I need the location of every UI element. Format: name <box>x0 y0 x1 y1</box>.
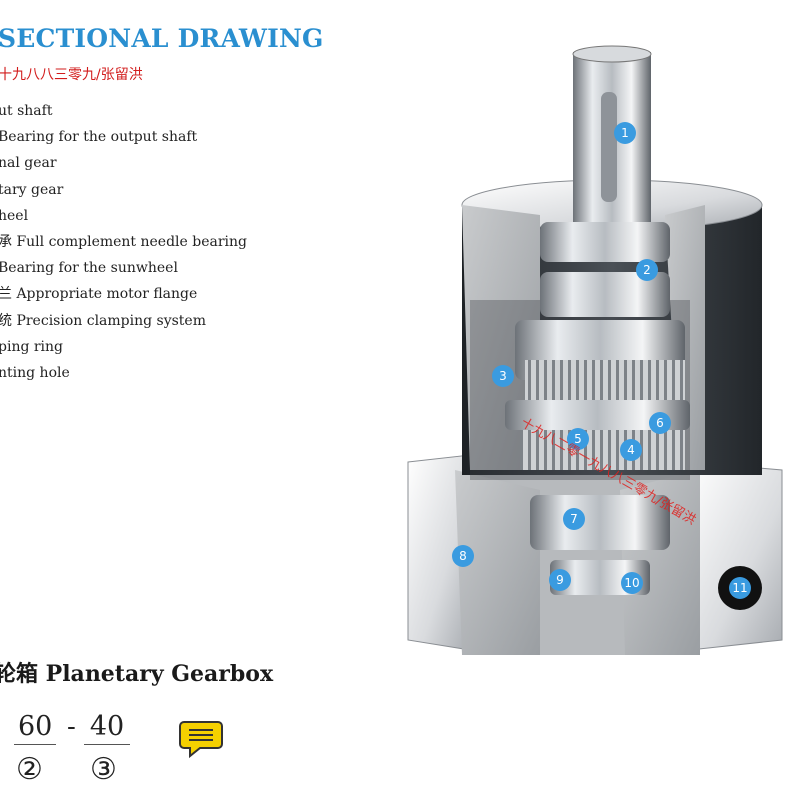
list-item: ping ring <box>0 338 64 355</box>
callout-11: 11 <box>729 577 751 599</box>
callout-7: 7 <box>563 508 585 530</box>
svg-text:3: 3 <box>499 369 507 383</box>
callout-10: 10 <box>621 572 643 594</box>
page-subtitle: 十九八八三零九/张留洪 <box>0 67 143 83</box>
page-title: SECTIONAL DRAWING <box>0 24 324 53</box>
parts-list: ut shaft Bearing for the output shaft na… <box>0 100 247 388</box>
code-segment-2: 40 <box>84 710 130 745</box>
list-item: Bearing for the output shaft <box>0 129 198 146</box>
svg-text:4: 4 <box>627 443 635 457</box>
svg-text:8: 8 <box>459 549 467 563</box>
code-marker-3: ③ <box>90 752 117 787</box>
list-item: tary gear <box>0 181 64 198</box>
list-item: nting hole <box>0 364 70 381</box>
callout-6: 6 <box>649 412 671 434</box>
list-item: 兰 Appropriate motor flange <box>0 286 198 303</box>
svg-text:6: 6 <box>656 416 664 430</box>
svg-text:10: 10 <box>624 576 639 590</box>
comment-button[interactable] <box>178 718 224 760</box>
list-item: heel <box>0 207 29 224</box>
svg-text:2: 2 <box>643 263 651 277</box>
speech-bubble-icon <box>179 721 223 759</box>
svg-text:5: 5 <box>574 432 582 446</box>
callout-2: 2 <box>636 259 658 281</box>
code-value-2: 40 <box>84 710 130 745</box>
callout-badges: 1 2 3 4 5 6 7 8 9 10 11 <box>452 122 751 599</box>
gearbox-sectional-drawing: 1 2 3 4 5 6 7 8 9 10 11 十九八二零一九八八三零九/张留洪 <box>407 45 783 655</box>
code-segment-1: 60 <box>14 710 56 745</box>
callout-3: 3 <box>492 365 514 387</box>
list-item: Bearing for the sunwheel <box>0 260 178 277</box>
svg-text:9: 9 <box>556 573 564 587</box>
list-item: ut shaft <box>0 103 53 119</box>
list-item: nal gear <box>0 155 57 172</box>
list-item: 统 Precision clamping system <box>0 312 206 329</box>
code-value-1: 60 <box>14 710 56 745</box>
svg-text:7: 7 <box>570 512 578 526</box>
code-separator: - <box>67 712 76 742</box>
callout-1: 1 <box>614 122 636 144</box>
callout-5: 5 <box>567 428 589 450</box>
callout-4: 4 <box>620 439 642 461</box>
svg-text:11: 11 <box>732 581 747 595</box>
product-title: 轮箱 Planetary Gearbox <box>0 661 274 687</box>
callout-8: 8 <box>452 545 474 567</box>
svg-text:1: 1 <box>621 126 629 140</box>
code-marker-2: ② <box>16 752 43 787</box>
list-item: 承 Full complement needle bearing <box>0 233 248 250</box>
callout-9: 9 <box>549 569 571 591</box>
